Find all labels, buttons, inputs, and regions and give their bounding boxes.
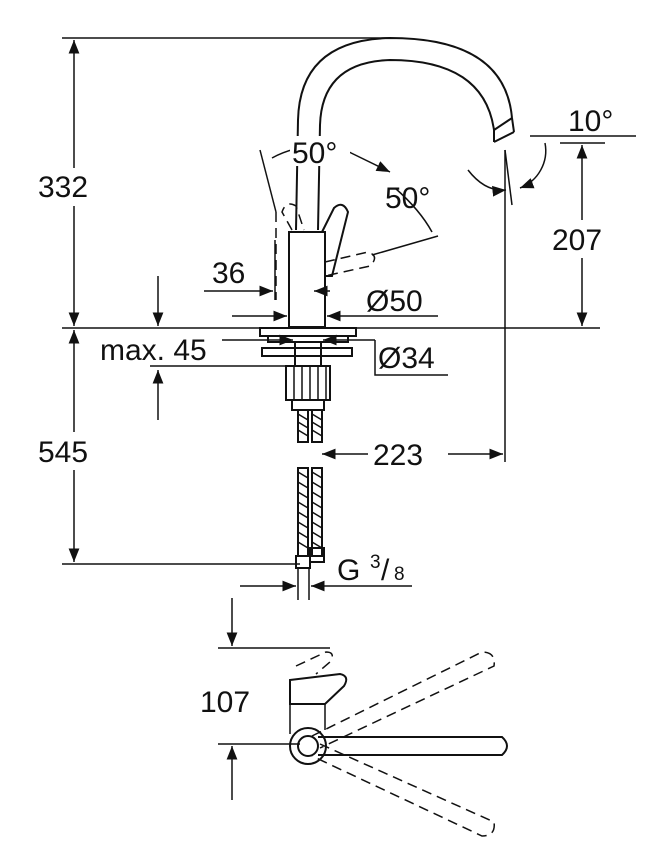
dimension-max45: max. 45 [100,276,290,420]
mounting-hardware [259,327,357,411]
dimension-36: 36 [204,240,330,300]
reference-lines [62,37,605,565]
dim-g-label: G [337,554,360,587]
dim-dia34-label: Ø34 [378,342,435,375]
dim-36-label: 36 [212,257,245,290]
dim-g-slash: / [381,554,390,587]
dimension-332: 332 [30,40,110,326]
dimension-545: 545 [30,330,110,562]
dimension-223: 223 [322,439,503,472]
dimension-207: 207 [548,145,618,326]
dim-545-label: 545 [38,436,88,469]
dimension-dia50: Ø50 [232,285,438,322]
dim-107-label: 107 [200,686,250,719]
dim-50deg-swivel-label: 50° [292,137,337,170]
supply-hoses [295,409,325,600]
dim-10deg-label: 10° [568,105,613,138]
dimension-50deg-lever: 50° [371,182,439,256]
dim-223-label: 223 [373,439,423,472]
dimension-50deg-swivel: 50° [259,136,391,213]
spout [295,36,515,231]
faucet-body [275,203,376,328]
dimension-dia34: Ø34 [222,334,448,376]
top-view: 107 [200,598,508,837]
dimension-10deg: 10° [504,105,636,206]
dimension-g-thread: G 3 / 8 [240,552,412,592]
dim-max45-label: max. 45 [100,334,207,367]
dim-g-denominator: 8 [394,564,405,585]
dim-50deg-lever-label: 50° [385,182,430,215]
dim-332-label: 332 [38,171,88,204]
dim-dia50-label: Ø50 [366,285,423,318]
dim-g-numerator: 3 [370,552,381,573]
dim-207-label: 207 [552,224,602,257]
